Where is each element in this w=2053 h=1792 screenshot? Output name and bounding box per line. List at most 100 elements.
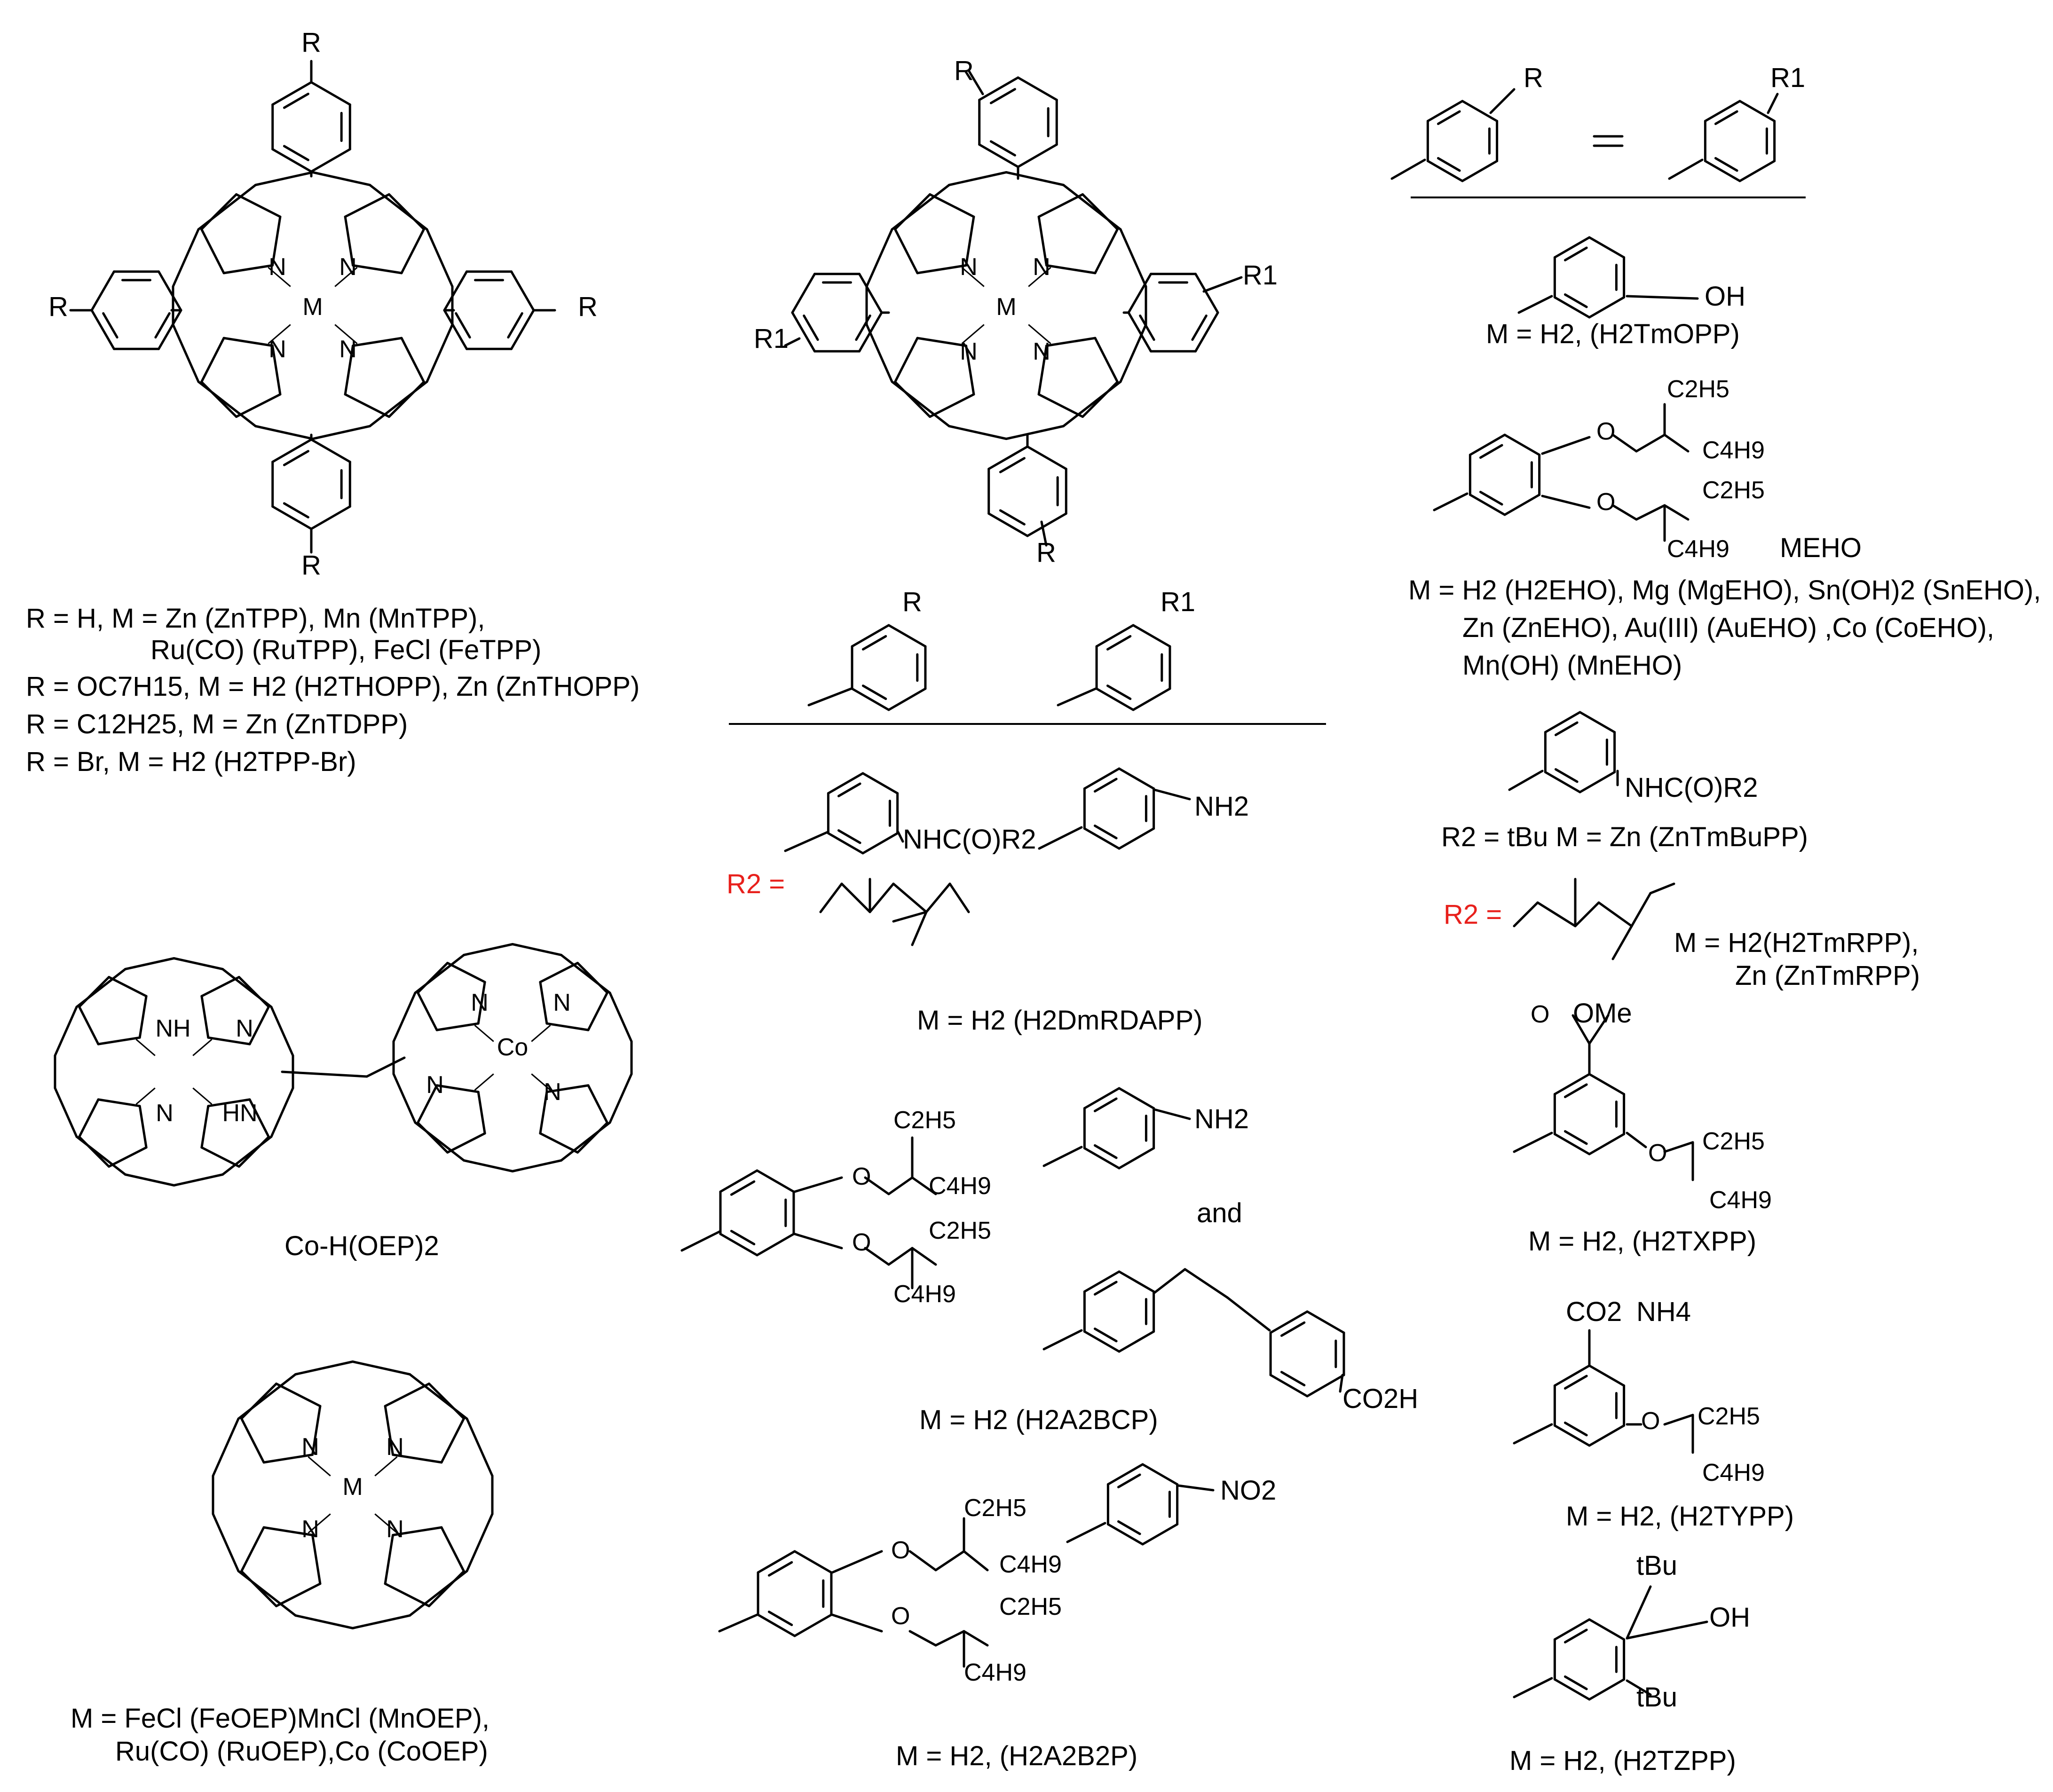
bond [1611,925,1633,960]
bond [1306,1310,1345,1334]
bond [757,1550,796,1574]
bond [440,1526,466,1572]
bond [1093,778,1118,793]
bond [897,831,904,843]
bond [1093,1281,1118,1296]
bond [311,1405,322,1456]
bond [1118,1270,1155,1293]
bond [351,1360,411,1375]
bond [925,882,951,913]
bond [587,991,608,1031]
bond [200,380,238,418]
n-atom: N [339,253,357,281]
bond [784,337,801,347]
bond [784,831,829,852]
svg-text:R1: R1 [1770,63,1805,93]
bond [1503,494,1541,516]
bond [1513,1132,1553,1153]
bond [283,450,309,466]
bond [1536,901,1577,927]
bond [507,312,523,339]
bond [911,1247,937,1266]
svg-text:C2H5: C2H5 [1698,1403,1760,1430]
svg-text:R1: R1 [1161,587,1195,617]
bond [831,1613,883,1633]
bond [1095,687,1135,711]
bond [1153,1268,1186,1294]
bond [1611,433,1638,453]
bond [391,1526,443,1536]
bond [271,81,313,106]
bond [999,457,1026,473]
bond [173,957,224,970]
svg-text:Mn(OH) (MnEHO): Mn(OH) (MnEHO) [1462,650,1682,681]
svg-text:R: R [1524,63,1543,93]
bond [539,1132,579,1154]
bond [268,324,291,345]
bond [237,1135,270,1168]
svg-text:M = H2, (H2TmOPP): M = H2, (H2TmOPP) [1486,319,1740,349]
bond [1626,295,1699,300]
right-substituents: R R1 OH M = H2, (H2TmOPP) O O C2H5 C4H9 … [1408,63,2041,1776]
bond [793,1613,833,1637]
bond [864,1176,890,1195]
svg-text:Co: Co [497,1034,528,1061]
bond [807,687,853,707]
bond [108,976,148,998]
svg-text:C4H9: C4H9 [1667,535,1729,563]
bond [466,1417,494,1477]
svg-text:O: O [1641,1407,1660,1435]
bond [1611,504,1638,521]
bond [929,393,975,418]
bond [999,509,1026,526]
bond [587,1084,608,1124]
bond [1106,635,1132,651]
bond [1597,901,1633,927]
bond [1588,1364,1626,1387]
bond [1037,215,1048,267]
bond [1571,1014,1591,1045]
bond [1083,827,1121,850]
bond [730,1230,756,1246]
svg-text:MEHO: MEHO [1780,533,1862,563]
svg-text:O: O [1648,1140,1667,1167]
bond [1119,323,1147,383]
bond [446,962,486,983]
bond [248,1098,270,1138]
r-label: R [1036,537,1056,568]
bond [1553,236,1591,259]
bond [1626,1679,1652,1696]
bond [1026,512,1067,537]
bond [248,1006,270,1045]
bond [138,995,148,1039]
bond [426,323,454,383]
bond [1040,520,1048,547]
bond [887,687,927,711]
bond [531,1073,551,1091]
bond [308,1513,331,1534]
bond [435,1084,480,1093]
n-atom: N [268,253,286,281]
bond [858,273,883,314]
r1-label: R1 [1243,260,1278,291]
bond [1635,504,1666,521]
bond [474,1024,494,1042]
bond [539,1091,548,1135]
bond [989,140,1016,157]
bond [1563,1375,1588,1390]
bond [1461,160,1499,182]
bond [240,1526,265,1572]
bond [1588,1014,1610,1045]
bond [200,976,240,998]
bond [831,1550,883,1574]
bond [374,1513,398,1534]
bond [861,832,899,855]
tpp-structure: R R R R N N N N M [48,27,598,581]
svg-text:C4H9: C4H9 [1709,1187,1772,1214]
svg-text:O: O [852,1229,871,1256]
dimer-caption: Co-H(OEP)2 [284,1231,439,1261]
svg-text:M = H2, (H2TYPP): M = H2, (H2TYPP) [1566,1501,1794,1532]
bond [97,1098,141,1108]
bond [427,1570,466,1608]
